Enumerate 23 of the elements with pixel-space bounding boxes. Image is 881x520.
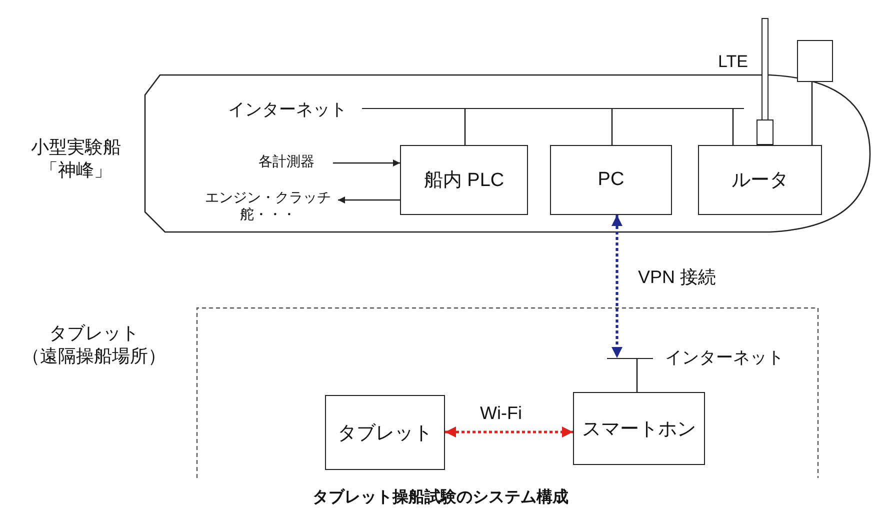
device-box: タブレット: [325, 395, 445, 470]
connector-line: [636, 358, 638, 392]
double-arrow: [445, 426, 573, 438]
device-box: 船内 PLC: [400, 145, 528, 215]
signal-label: エンジン・クラッチ舵・・・: [198, 186, 338, 226]
device-box: スマートホン: [573, 392, 705, 465]
antenna-box: [797, 40, 833, 82]
network-label: インターネット: [665, 347, 784, 369]
vessel-label: 小型実験船「神峰」: [30, 136, 122, 182]
connector-line: [611, 108, 613, 145]
figure-caption: タブレット操船試験のシステム構成: [312, 487, 570, 508]
device-box: ルータ: [698, 145, 822, 215]
network-label: インターネット: [228, 99, 347, 121]
double-arrow: [612, 215, 622, 358]
site-label: タブレット（遠隔操船場所）: [21, 322, 167, 368]
arrow: [333, 160, 400, 166]
arrow: [338, 196, 400, 204]
connector-line: [464, 108, 466, 145]
antenna-label: LTE: [718, 52, 748, 72]
connector-line: [811, 82, 813, 145]
connector-line: [732, 108, 734, 145]
signal-label: 各計測器: [240, 152, 333, 172]
device-box: PC: [550, 145, 672, 215]
